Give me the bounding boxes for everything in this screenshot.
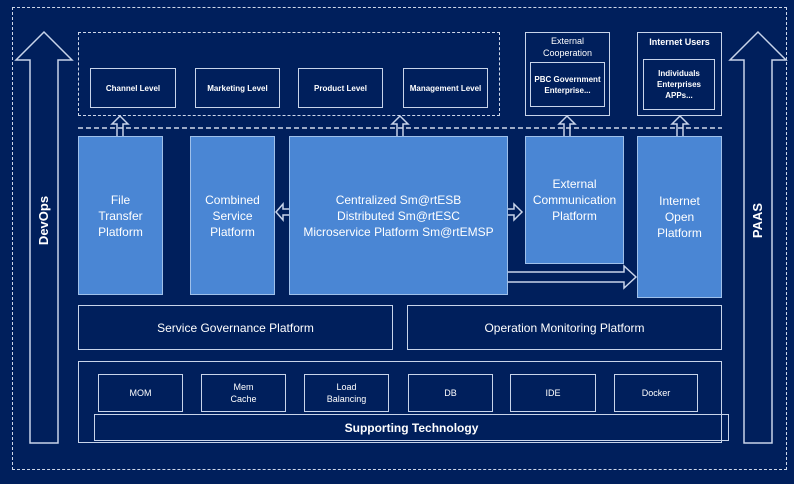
up-arrow [670, 114, 690, 136]
internet-open-platform: Internet Open Platform [637, 136, 722, 298]
paas-label: PAAS [750, 202, 766, 238]
external-cooperation-content: PBC Government Enterprise... [530, 62, 605, 107]
tech-db: DB [408, 374, 493, 412]
service-governance-platform: Service Governance Platform [78, 305, 393, 350]
combined-service-platform: Combined Service Platform [190, 136, 275, 295]
supporting-container [78, 361, 722, 443]
internet-users-box: Internet Users [637, 32, 722, 116]
channel-level: Channel Level [90, 68, 176, 108]
up-arrow [110, 114, 130, 136]
devops-label: DevOps [36, 195, 52, 245]
up-arrow [557, 114, 577, 136]
levels-group [78, 32, 500, 116]
right-arrow [508, 202, 524, 222]
outer-frame [12, 7, 787, 470]
devops-arrow [14, 30, 74, 444]
paas-arrow [728, 30, 788, 444]
external-cooperation-box: External Cooperation [525, 32, 610, 116]
tech-docker: Docker [614, 374, 698, 412]
marketing-level: Marketing Level [195, 68, 280, 108]
up-arrow [390, 114, 410, 136]
file-transfer-platform: File Transfer Platform [78, 136, 163, 295]
tech-mom: MOM [98, 374, 183, 412]
tech-ide: IDE [510, 374, 596, 412]
long-right-arrow [508, 264, 638, 290]
left-arrow [275, 202, 289, 222]
internet-users-content: Individuals Enterprises APPs... [643, 59, 715, 110]
central-platform: Centralized Sm@rtESB Distributed Sm@rtES… [289, 136, 508, 295]
operation-monitoring-platform: Operation Monitoring Platform [407, 305, 722, 350]
supporting-technology-bar: Supporting Technology [94, 414, 729, 441]
external-communication-platform: External Communication Platform [525, 136, 624, 264]
tech-load-balancing: Load Balancing [304, 374, 389, 412]
product-level: Product Level [298, 68, 383, 108]
tech-mem-cache: Mem Cache [201, 374, 286, 412]
management-level: Management Level [403, 68, 488, 108]
